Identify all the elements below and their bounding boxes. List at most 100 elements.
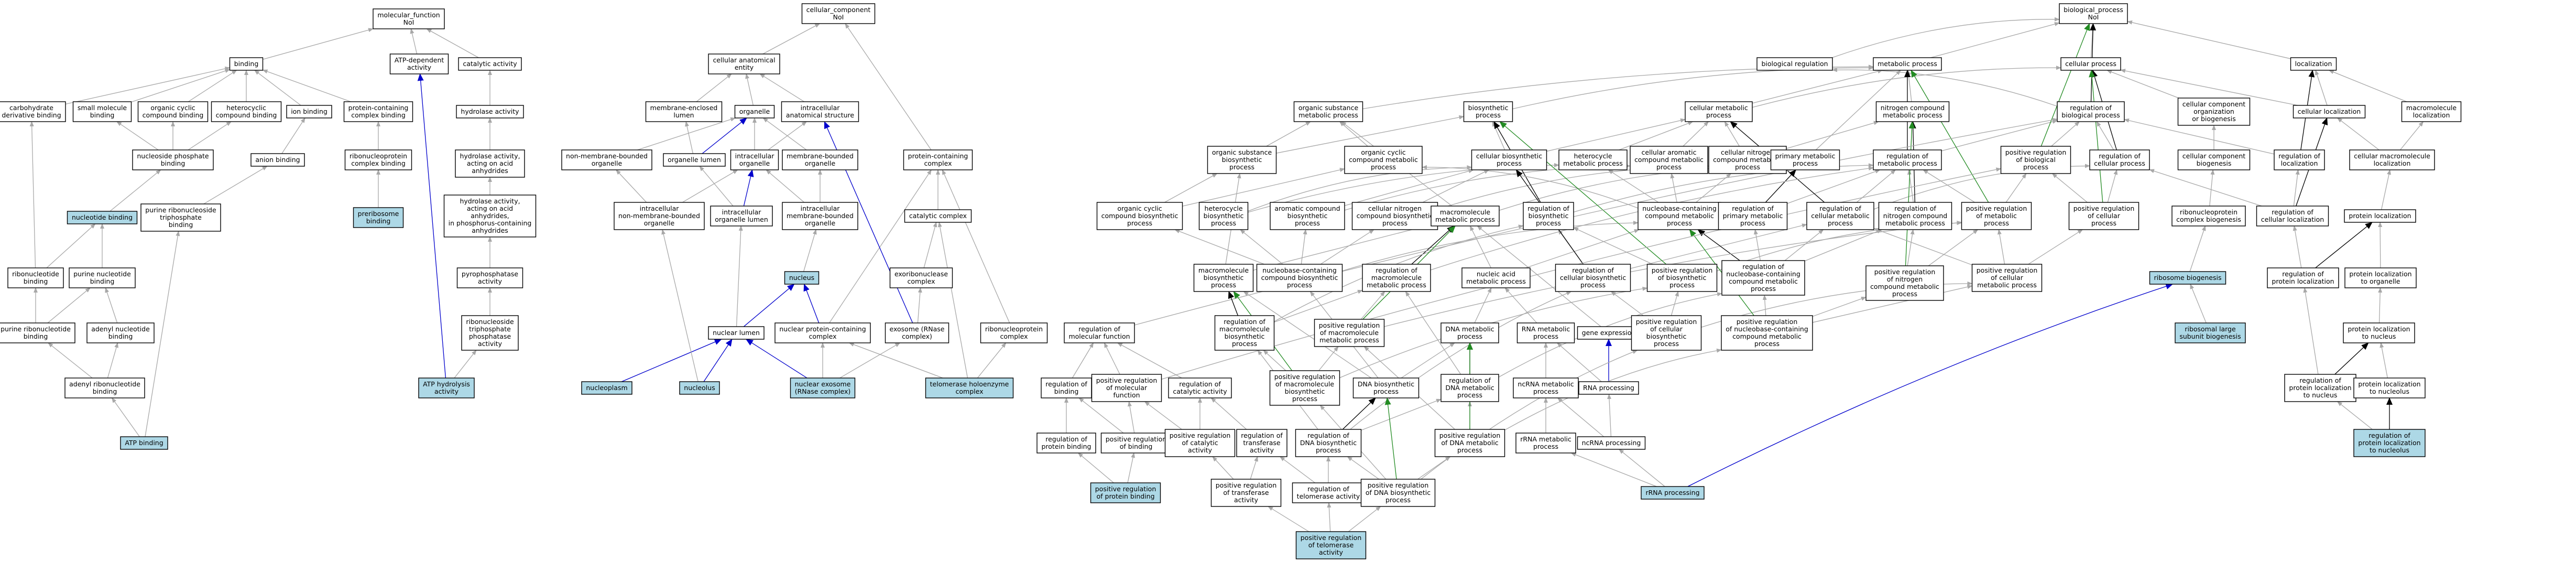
node-box — [2171, 206, 2246, 226]
node-box — [2344, 267, 2417, 288]
node-box — [781, 101, 859, 122]
node-box — [2068, 202, 2140, 230]
node-box — [581, 381, 632, 395]
edge-is-a — [454, 350, 477, 379]
node-label: nucleolus — [684, 384, 715, 392]
edge-is-a — [637, 117, 736, 150]
node-label: ion binding — [291, 107, 328, 115]
edge-is-a — [1570, 452, 1657, 487]
node-box — [211, 101, 282, 122]
edge-is-a — [110, 169, 161, 212]
edge-is-a — [2399, 121, 2424, 150]
edge-is-a — [1117, 342, 1182, 379]
go-term-node-cellular-process: cellular process — [2060, 57, 2121, 71]
node-box — [1041, 377, 1092, 398]
edge-is-a — [1856, 169, 1896, 203]
edge-is-a — [1417, 456, 1451, 480]
edge-is-a — [699, 166, 734, 207]
edge-is-a — [2337, 117, 2379, 150]
node-box — [2089, 149, 2150, 170]
node-box — [72, 101, 132, 122]
edge-is-a — [107, 342, 118, 379]
edge-is-a — [1077, 452, 1114, 483]
edge-regulates — [2315, 222, 2373, 268]
node-box — [2293, 105, 2366, 118]
node-box — [1096, 202, 1183, 230]
go-term-node-ncrna-processing: ncRNA processing — [1577, 436, 1646, 450]
go-term-node-binding: binding — [229, 57, 264, 71]
node-box — [64, 377, 145, 398]
node-box — [1638, 202, 1721, 230]
edge-is-a — [203, 166, 268, 204]
edge-is-a — [661, 229, 698, 382]
edge-is-a — [1873, 228, 1972, 265]
node-box — [1214, 315, 1275, 351]
edge-is-a — [263, 28, 374, 60]
edge-is-a — [2124, 118, 2275, 155]
node-label: biological regulation — [1761, 60, 1828, 68]
edge-is-a — [1498, 292, 1722, 377]
edge-is-a — [1174, 229, 1265, 265]
edge-positively-regulates — [1911, 70, 1989, 203]
edge-is-a — [736, 225, 743, 327]
edge-is-a — [47, 287, 91, 323]
edge-is-a — [1318, 346, 1339, 371]
edge-is-a — [1832, 17, 2060, 58]
edge-is-a — [1474, 287, 1492, 323]
edge-is-a — [2106, 70, 2179, 99]
node-box — [2256, 206, 2329, 226]
edge-regulates — [1411, 225, 1455, 265]
edge-regulates — [1765, 169, 1796, 203]
edge-positively-regulates — [2089, 70, 2103, 203]
edge-is-a — [281, 117, 305, 154]
edge-is-a — [1786, 121, 1879, 149]
node-box — [353, 207, 404, 228]
edge-is-a — [2107, 169, 2118, 203]
edge-is-a — [2209, 169, 2215, 207]
edge-is-a — [2005, 173, 2027, 203]
edge-is-a — [29, 121, 36, 268]
node-box — [708, 53, 780, 74]
node-box — [782, 202, 858, 230]
node-box — [443, 195, 537, 237]
node-box — [2344, 209, 2416, 223]
edge-is-a — [1253, 223, 1432, 271]
node-box — [1210, 479, 1282, 507]
edge-is-a — [1128, 401, 1135, 434]
